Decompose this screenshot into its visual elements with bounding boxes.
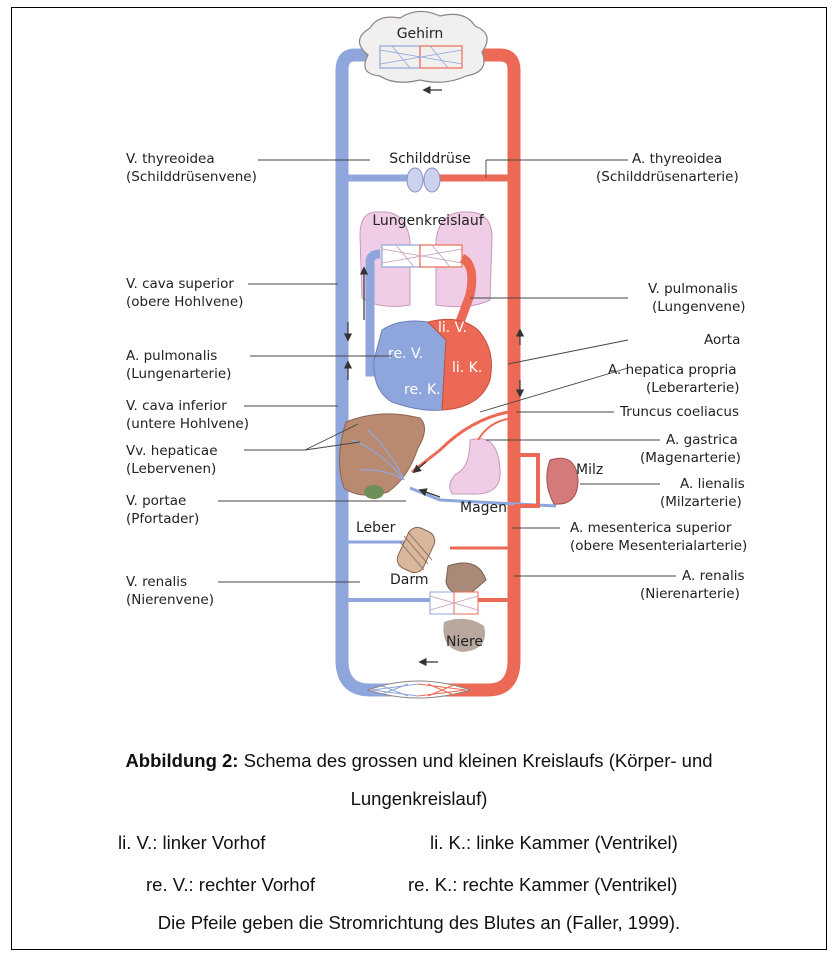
thyroid-left-lobe [407,168,423,192]
label-a-lienalis: A. lienalis [680,476,745,492]
label-a-lienalis-de: (Milzarterie) [660,494,742,510]
label-stomach: Magen [460,500,507,516]
caption-title-line1: Abbildung 2: Schema des grossen und klei… [11,750,827,772]
liver-shape [339,414,424,495]
label-v-portae: V. portae [126,493,186,509]
label-v-cava-inferior: V. cava inferior [126,398,227,414]
label-a-pulmonalis: A. pulmonalis [126,348,217,364]
label-a-hepatica-propria: A. hepatica propria [608,362,737,378]
legend-re-v: re. V.: rechter Vorhof [146,874,315,896]
label-a-renalis-de: (Nierenarterie) [640,586,740,602]
kidney-shape [446,563,486,594]
label-a-thyreoidea-de: (Schilddrüsenarterie) [596,169,739,185]
label-v-cava-superior-de: (obere Hohlvene) [126,294,243,310]
label-left-atrium: li. V. [438,320,467,336]
lung-capillaries-venous [382,245,420,267]
label-kidney: Niere [446,634,483,650]
caption-title-part1: Schema des grossen und kleinen Kreislauf… [238,750,712,771]
intestine-shape [394,524,438,576]
caption-title-part2: Lungenkreislauf) [351,788,488,809]
brain-shape [359,11,487,82]
label-right-ventricle: re. K. [404,382,441,398]
label-left-ventricle: li. K. [452,360,482,376]
label-v-pulmonalis: V. pulmonalis [648,281,738,297]
kidney-capillaries-arterial [454,592,478,614]
label-a-gastrica: A. gastrica [666,432,738,448]
label-v-renalis-de: (Nierenvene) [126,592,214,608]
label-vv-hepaticae: Vv. hepaticae [126,443,218,459]
label-a-mesenterica-superior-de: (obere Mesenterialarterie) [570,538,747,554]
label-aorta: Aorta [704,332,740,348]
legend-li-v: li. V.: linker Vorhof [118,832,265,854]
caption-title-line2: Lungenkreislauf) [11,788,827,810]
label-a-pulmonalis-de: (Lungenarterie) [126,366,231,382]
label-intestine: Darm [390,572,429,588]
legend-li-k: li. K.: linke Kammer (Ventrikel) [430,832,678,854]
stomach-shape [450,439,500,495]
spleen-shape [547,458,578,504]
label-v-cava-inferior-de: (untere Hohlvene) [126,416,249,432]
thyroid-right-lobe [424,168,440,192]
label-brain: Gehirn [397,26,444,42]
label-a-mesenterica-superior: A. mesenterica superior [570,520,732,536]
label-v-pulmonalis-de: (Lungenvene) [652,299,746,315]
label-spleen: Milz [576,462,603,478]
label-right-atrium: re. V. [388,346,423,362]
label-v-portae-de: (Pfortader) [126,511,199,527]
legend-re-k: re. K.: rechte Kammer (Ventrikel) [408,874,677,896]
circulation-diagram: Gehirn Schilddrüse Lungenkreislauf li. V… [0,0,839,730]
caption-figure-label: Abbildung 2: [125,750,238,771]
label-v-cava-superior: V. cava superior [126,276,234,292]
caption-note: Die Pfeile geben die Stromrichtung des B… [11,912,827,934]
kidney-capillaries-venous [430,592,454,614]
label-vv-hepaticae-de: (Lebervenen) [126,461,216,477]
label-liver: Leber [356,520,396,536]
label-lung-circulation: Lungenkreislauf [372,213,484,229]
label-thyroid: Schilddrüse [389,151,471,167]
label-a-hepatica-propria-de: (Leberarterie) [646,380,740,396]
label-truncus-coeliacus: Truncus coeliacus [619,404,739,420]
label-a-thyreoidea: A. thyreoidea [632,151,722,167]
label-v-thyreoidea-de: (Schilddrüsenvene) [126,169,257,185]
label-v-renalis: V. renalis [126,574,187,590]
label-a-gastrica-de: (Magenarterie) [640,450,741,466]
gallbladder [364,485,384,499]
label-a-renalis: A. renalis [682,568,745,584]
hepatic-artery-arrow [414,462,426,472]
label-v-thyreoidea: V. thyreoidea [126,151,215,167]
